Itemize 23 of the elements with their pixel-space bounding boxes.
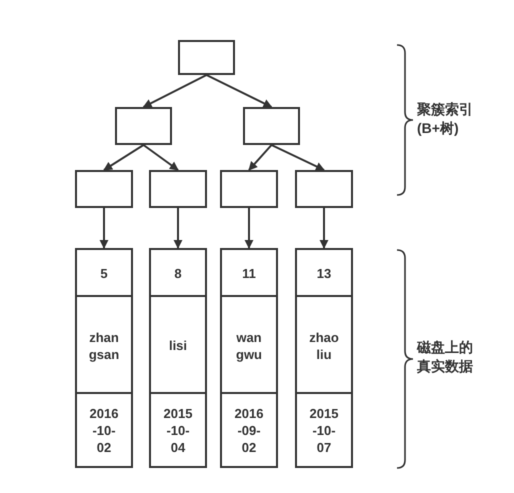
arrow — [100, 208, 108, 249]
branch-node-box — [243, 107, 300, 145]
arrow — [248, 144, 272, 171]
brace-label: 磁盘上的真实数据 — [417, 338, 474, 376]
arrow — [271, 144, 325, 171]
date-cell: 2016 -09- 02 — [220, 392, 278, 468]
root-node-box — [178, 40, 235, 75]
arrow — [320, 208, 328, 249]
leaf-node-box — [295, 170, 353, 208]
leaf-node-box — [220, 170, 278, 208]
arrow — [174, 208, 182, 249]
brace-label: 聚簇索引(B+树) — [417, 100, 474, 138]
arrow — [103, 144, 144, 171]
arrow — [244, 208, 254, 249]
date-cell: 2016 -10- 02 — [75, 392, 133, 468]
date-cell: 2015 -10- 07 — [295, 392, 353, 468]
leaf-node-box — [149, 170, 207, 208]
arrow — [142, 144, 179, 171]
arrow — [206, 74, 272, 108]
date-cell: 2015 -10- 04 — [149, 392, 207, 468]
arrow — [142, 74, 207, 108]
leaf-node-box — [75, 170, 133, 208]
branch-node-box — [115, 107, 172, 145]
